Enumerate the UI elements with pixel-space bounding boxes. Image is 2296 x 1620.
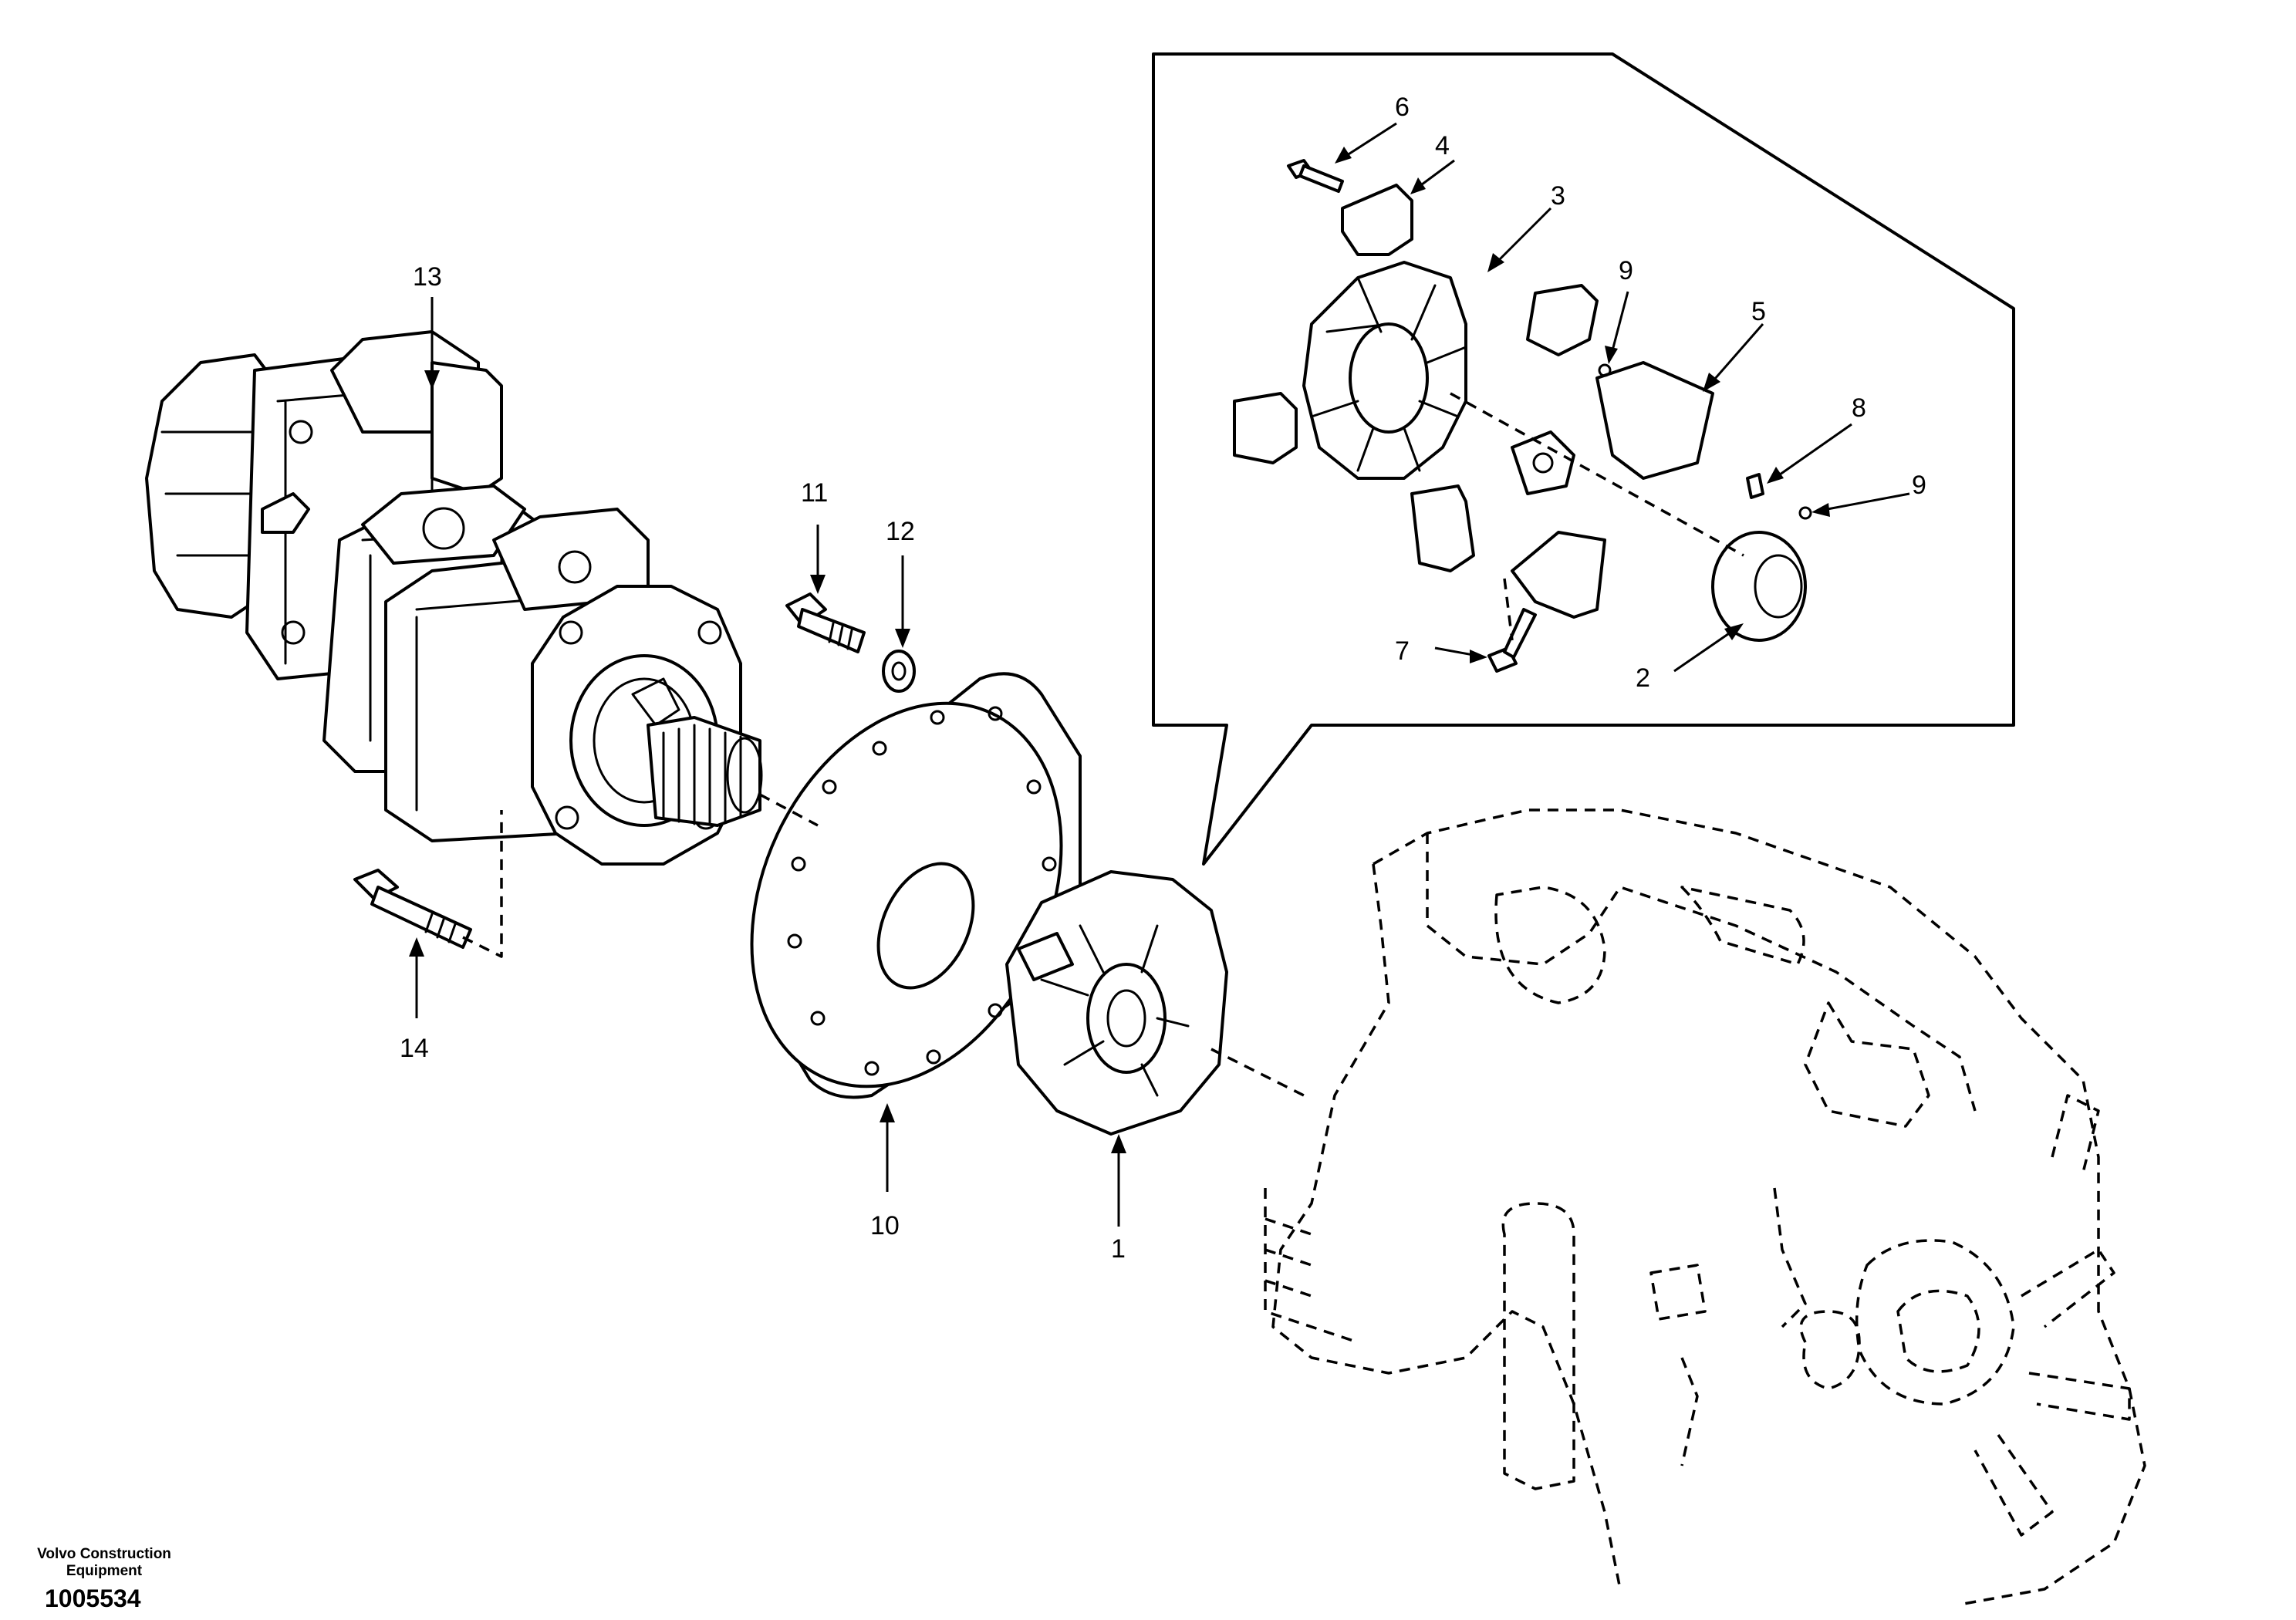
callout-2-label: 2 xyxy=(1636,663,1650,693)
callout-11-label: 11 xyxy=(801,478,828,508)
callout-8: 8 xyxy=(1767,393,1866,484)
bolt-6 xyxy=(1287,159,1344,193)
callout-9-upper-label: 9 xyxy=(1619,256,1633,285)
callout-9-upper: 9 xyxy=(1605,256,1633,364)
callout-9-lower-label: 9 xyxy=(1912,471,1926,500)
callout-8-label: 8 xyxy=(1852,393,1866,423)
callout-12-label: 12 xyxy=(886,517,915,546)
engine-phantom-outline xyxy=(1264,808,2146,1606)
callout-10-label: 10 xyxy=(870,1211,900,1240)
hydraulic-pump-assembly xyxy=(145,330,763,866)
flexible-coupling xyxy=(1005,870,1228,1136)
callout-6-label: 6 xyxy=(1395,93,1410,122)
callout-6: 6 xyxy=(1335,93,1410,164)
coupling-block-bottom xyxy=(1410,484,1475,572)
callout-1-label: 1 xyxy=(1111,1234,1126,1264)
callout-13: 13 xyxy=(413,262,442,390)
detail-inset-frame xyxy=(1152,52,2015,866)
callout-7-label: 7 xyxy=(1395,636,1410,666)
flywheel-plate xyxy=(750,672,1082,1099)
callout-3: 3 xyxy=(1487,181,1565,272)
washer-9 xyxy=(1598,363,1812,520)
center-block xyxy=(1511,430,1575,495)
callout-5: 5 xyxy=(1703,297,1766,392)
callout-12: 12 xyxy=(886,517,915,648)
washer-12 xyxy=(882,650,916,693)
coupling-block-side-a xyxy=(1233,392,1298,464)
callout-9-lower: 9 xyxy=(1811,471,1926,517)
manufacturer-line-2: Equipment xyxy=(66,1563,143,1579)
bolt-7 xyxy=(1487,608,1537,673)
bolt-14 xyxy=(353,869,472,949)
callout-5-label: 5 xyxy=(1751,297,1766,326)
callout-13-label: 13 xyxy=(413,262,442,292)
callout-4-label: 4 xyxy=(1435,131,1450,160)
tapered-sleeve-5 xyxy=(1595,361,1714,480)
callout-7: 7 xyxy=(1395,636,1487,666)
callout-2: 2 xyxy=(1636,623,1744,693)
manufacturer-name: Volvo Construction Equipment xyxy=(23,1546,185,1580)
callout-3-label: 3 xyxy=(1551,181,1565,211)
callout-14-label: 14 xyxy=(400,1034,429,1063)
coupling-block-side-b xyxy=(1526,284,1599,356)
manufacturer-line-1: Volvo Construction xyxy=(37,1546,171,1562)
bolt-11 xyxy=(785,592,866,653)
callout-14: 14 xyxy=(400,937,429,1063)
tapered-sleeve-lower xyxy=(1511,531,1606,619)
callout-10: 10 xyxy=(870,1103,900,1240)
coupling-hub-2 xyxy=(1711,531,1807,642)
coupling-block-4 xyxy=(1341,184,1413,256)
callout-4: 4 xyxy=(1410,131,1455,194)
set-screw-8 xyxy=(1746,473,1764,499)
callout-1: 1 xyxy=(1111,1134,1126,1264)
callout-11: 11 xyxy=(801,478,828,594)
coupling-element-3 xyxy=(1302,261,1467,480)
document-number: 1005534 xyxy=(45,1585,141,1612)
